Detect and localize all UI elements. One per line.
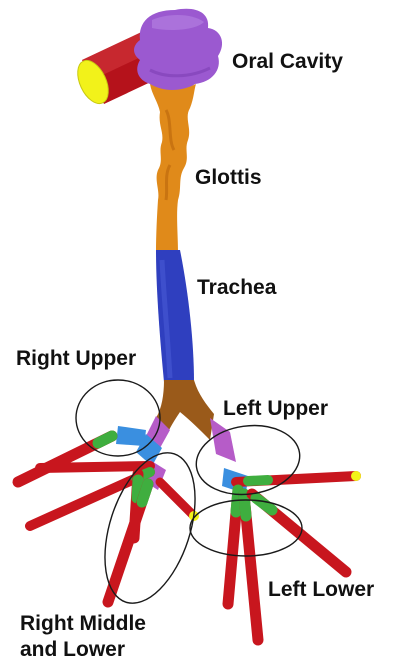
left-upper-label: Left Upper (223, 397, 328, 421)
right-middle-lower-label-line2: and Lower (20, 637, 146, 663)
glottis-region (150, 84, 196, 252)
right-middle-lower-label-line1: Right Middle (20, 611, 146, 637)
glottis-label: Glottis (195, 166, 262, 190)
trachea-label: Trachea (197, 276, 276, 300)
oral-cavity-label: Oral Cavity (232, 50, 343, 74)
left-lower-label: Left Lower (268, 578, 374, 602)
right-upper-label: Right Upper (16, 347, 136, 371)
oral-cavity-region (134, 9, 222, 92)
right-middle-lower-label: Right Middle and Lower (20, 611, 146, 663)
right-branch-tubes (18, 436, 199, 602)
right-upper-ellipse (76, 380, 160, 456)
